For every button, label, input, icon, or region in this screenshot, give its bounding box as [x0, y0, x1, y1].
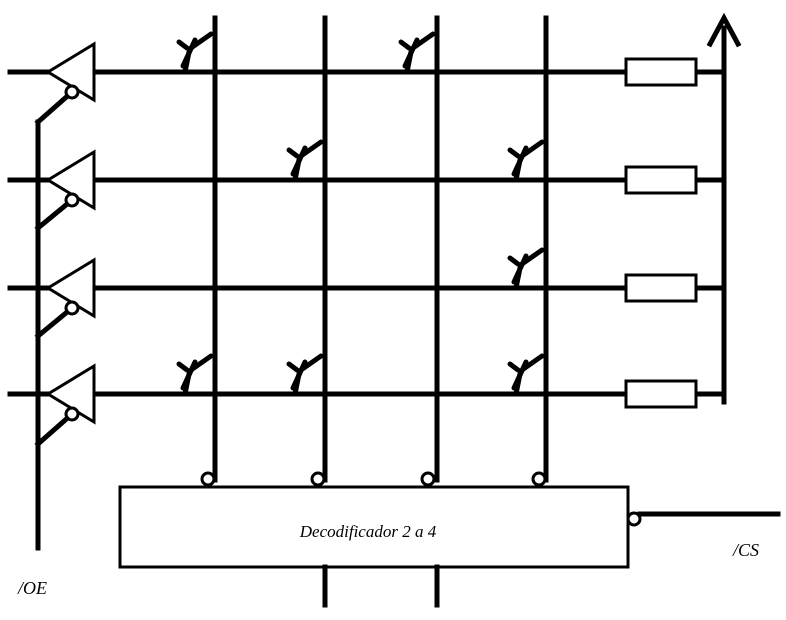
resistor-3 [624, 273, 698, 303]
memory-cells [176, 31, 545, 397]
buffer-1 [45, 41, 96, 103]
decoder-label: Decodificador 2 a 4 [299, 522, 437, 541]
buffer-4 [45, 363, 96, 425]
resistor-1 [624, 57, 698, 87]
oe-label: /OE [17, 578, 47, 598]
cs-label: /CS [732, 540, 759, 560]
supply-rail [706, 12, 742, 405]
memory-cell-transistor [286, 139, 324, 183]
memory-cell-transistor [176, 31, 214, 75]
address-inputs [322, 564, 440, 608]
memory-cell-transistor [398, 31, 436, 75]
decoder-output-bubbles [200, 471, 547, 487]
buffer-3 [45, 257, 96, 319]
memory-cell-transistor [176, 353, 214, 397]
oe-bus [34, 88, 76, 551]
row-lines [7, 69, 727, 397]
cs-input [626, 511, 781, 527]
memory-cell-transistor [507, 353, 545, 397]
column-lines [212, 15, 549, 483]
decoder-block [118, 485, 630, 569]
resistor-2 [624, 165, 698, 195]
pull-up-resistors [624, 57, 698, 409]
memory-cell-transistor [286, 353, 324, 397]
tristate-buffers [45, 41, 96, 425]
memory-cell-transistor [507, 247, 545, 291]
memory-cell-transistor [507, 139, 545, 183]
resistor-4 [624, 379, 698, 409]
buffer-2 [45, 149, 96, 211]
